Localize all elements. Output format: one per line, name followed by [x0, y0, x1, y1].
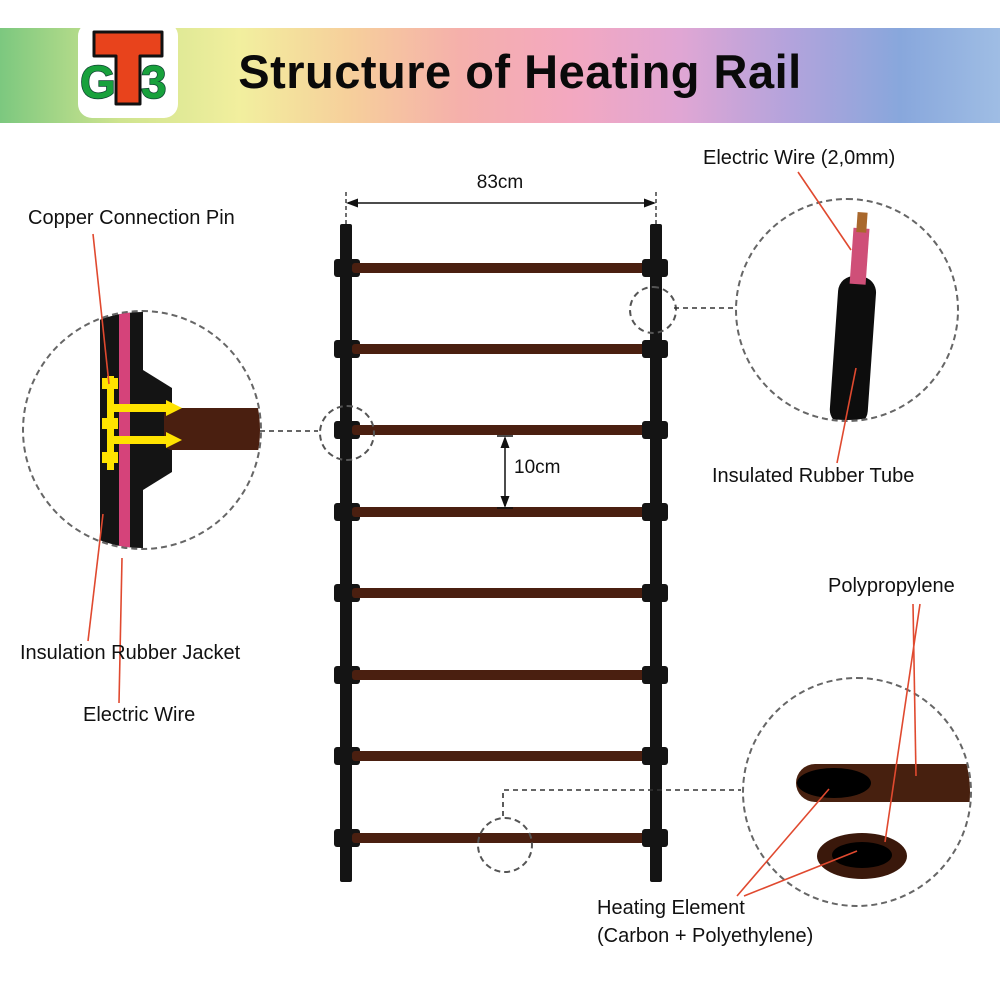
- heating-rail-rung: [0, 340, 1000, 358]
- label-electric-wire-diameter: Electric Wire (2,0mm): [703, 147, 896, 169]
- rung-connector-right: [642, 421, 668, 439]
- heating-rail-rung: [0, 503, 1000, 521]
- heating-core-shape: [832, 842, 892, 868]
- detail-circle-heating-element: [742, 677, 972, 907]
- label-heating-element: Heating Element (Carbon + Polyethylene): [597, 894, 813, 950]
- label-heating-element-line1: Heating Element: [597, 897, 745, 919]
- locator-circle-connection: [319, 405, 375, 461]
- logo-letter-3: 3: [141, 56, 167, 108]
- logo-t-shape: [92, 30, 164, 106]
- heating-element-bar: [352, 588, 650, 598]
- electric-wire-core-shape: [849, 227, 870, 285]
- insulated-rubber-tube-shape: [829, 276, 877, 420]
- rail-right: [650, 224, 662, 882]
- rail-left: [340, 224, 352, 882]
- logo-letter-g: G: [80, 56, 116, 108]
- rung-connector-right: [642, 503, 668, 521]
- gt3-logo: G 3: [78, 22, 178, 118]
- heating-element-bar: [352, 670, 650, 680]
- heating-element-bar: [352, 751, 650, 761]
- electric-wire-strip-shape: [119, 312, 130, 548]
- jacket-boss-shape: [143, 370, 172, 490]
- label-copper-connection-pin: Copper Connection Pin: [28, 207, 235, 229]
- dim-arrowhead: [644, 198, 656, 208]
- label-dimension-10cm: 10cm: [514, 457, 561, 478]
- page-title: Structure of Heating Rail: [238, 45, 802, 98]
- heating-rail-rung: [0, 259, 1000, 277]
- heating-element-bar: [352, 425, 650, 435]
- rung-connector-right: [642, 666, 668, 684]
- label-insulated-rubber-tube: Insulated Rubber Tube: [712, 465, 915, 487]
- copper-pin-tip-shape: [166, 400, 182, 416]
- heating-rail-rung: [0, 584, 1000, 602]
- rung-connector-right: [642, 829, 668, 847]
- label-polypropylene: Polypropylene: [828, 575, 955, 597]
- copper-pin-shape: [114, 436, 166, 444]
- copper-strand-tip-shape: [856, 212, 868, 233]
- heating-element-detail-graphic: [796, 764, 970, 879]
- connector-dashed-line: [502, 789, 741, 816]
- gt3-logo-graphic: G 3: [79, 30, 167, 109]
- detail-circle-wire: [735, 198, 959, 422]
- label-electric-wire: Electric Wire: [83, 704, 196, 726]
- label-dimension-83cm: 83cm: [476, 172, 524, 193]
- rung-connector-right: [642, 584, 668, 602]
- heating-rail-rung: [0, 747, 1000, 765]
- copper-pin-shape: [114, 404, 166, 412]
- dim-arrowhead: [346, 198, 358, 208]
- tube-open-end-shape: [797, 768, 871, 798]
- rung-connector-right: [642, 747, 668, 765]
- copper-pin-contact-shape: [102, 378, 118, 389]
- copper-pin-contact-shape: [102, 418, 118, 429]
- heating-tube-shape: [164, 408, 260, 450]
- connection-cutaway-graphic: [100, 312, 260, 548]
- heating-element-bar: [352, 507, 650, 517]
- heating-rail-rung: [0, 666, 1000, 684]
- detail-circle-connection: [22, 310, 262, 550]
- wire-detail-graphic: [829, 212, 877, 420]
- rung-connector-right: [642, 259, 668, 277]
- copper-pin-tip-shape: [166, 432, 182, 448]
- label-heating-element-line2: (Carbon + Polyethylene): [597, 925, 814, 947]
- heating-element-bar: [352, 344, 650, 354]
- locator-circle-heating-element: [477, 817, 533, 873]
- heating-element-bar: [352, 263, 650, 273]
- locator-circle-wire: [629, 286, 677, 334]
- rung-connector-right: [642, 340, 668, 358]
- copper-pin-contact-shape: [102, 452, 118, 463]
- label-insulation-rubber-jacket: Insulation Rubber Jacket: [20, 642, 241, 664]
